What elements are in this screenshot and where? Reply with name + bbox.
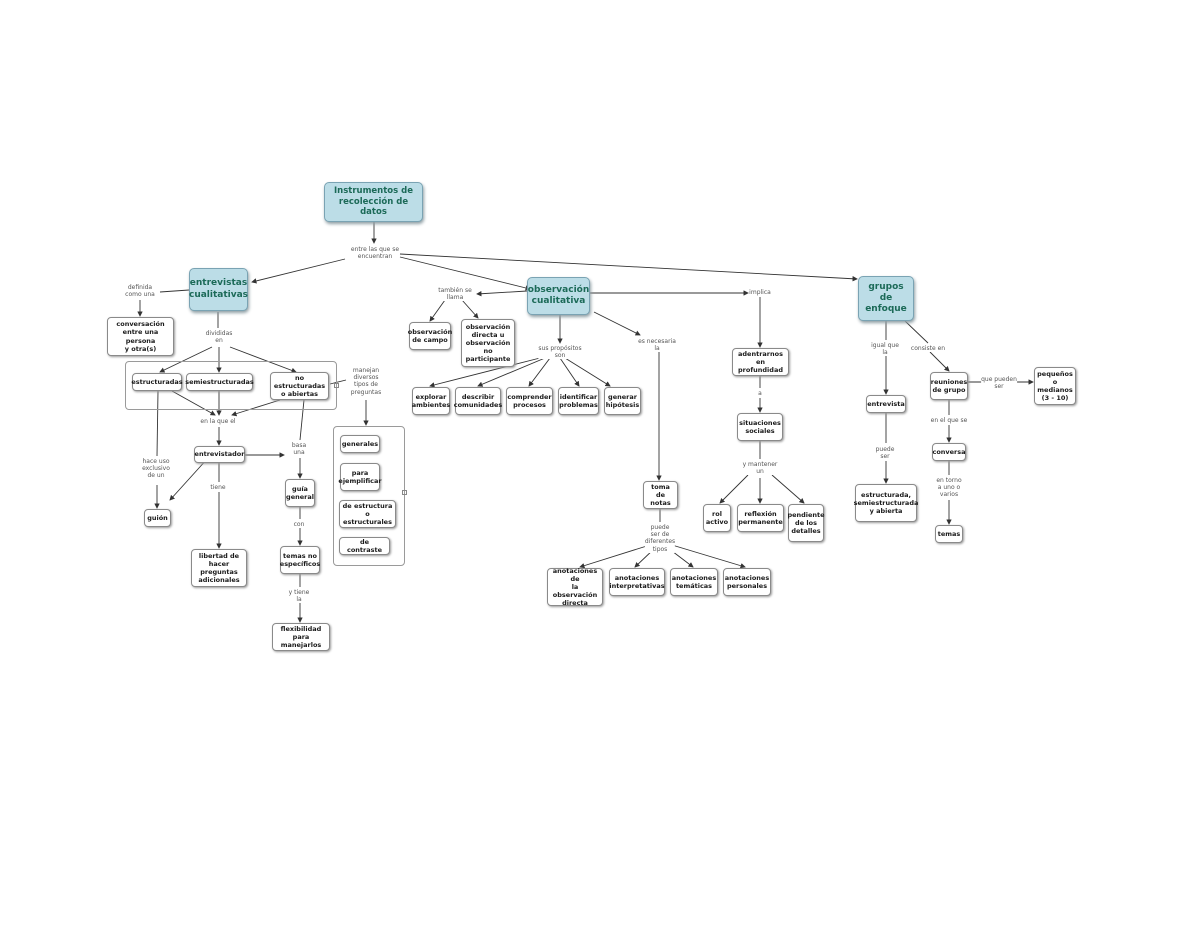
connector-line [229,346,297,373]
directa-node[interactable]: observación directa u observación no par… [461,319,515,367]
link-hace-uso: hace uso exclusivo de un [142,458,170,480]
estructurada-node[interactable]: estructurada, semiestructurada y abierta [854,484,918,522]
connector-line [299,399,305,441]
expand-icon[interactable] [402,490,407,495]
root-node[interactable]: Instrumentos de recolección de datos [324,182,423,222]
link-igual: igual que la [871,342,899,357]
situaciones-node[interactable]: situaciones sociales [737,413,783,441]
connector-line [159,289,190,293]
link-tambien: también se llama [438,287,472,302]
connector-line [671,544,746,569]
preguntas-group [333,426,405,566]
semiestructuradas-node[interactable]: semiestructuradas [185,373,254,391]
connector-line [593,311,641,336]
link-entre-las-que: entre las que se encuentran [350,246,400,261]
anot-tematicas-node[interactable]: anotaciones temáticas [670,568,718,596]
grupos-node[interactable]: grupos de enfoque [858,276,914,321]
link-puede-ser: puede ser de diferentes tipos [644,524,676,553]
connector-line [231,399,281,417]
link-necesaria: es necesaria la [638,338,676,353]
temas-node[interactable]: temas [935,525,963,543]
no-estructuradas-node[interactable]: no estructuradas o abiertas [270,372,329,400]
expand-icon[interactable] [334,383,339,388]
connector-line [329,379,347,385]
comprender-node[interactable]: comprender procesos [506,387,553,415]
connector-line [399,253,858,282]
generales-node[interactable]: generales [340,435,380,453]
link-divididas: divididas en [205,330,233,345]
connector-line [719,474,749,504]
connector-line [477,357,546,387]
conversacion-node[interactable]: conversación entre una persona y otra(s) [107,317,174,356]
connector-line [251,258,346,284]
reflexion-node[interactable]: reflexión permanente [737,504,784,532]
de-contraste-node[interactable]: de contraste [339,537,390,555]
link-en-torno: en torno a uno o varios [936,477,962,499]
connector-line [429,299,446,322]
link-propositos: sus propósitos son [538,345,582,360]
link-basa: basa una [291,442,307,457]
connector-line [169,457,209,501]
link-implica: implica [749,289,771,297]
link-con: con [293,521,305,529]
connector-line [461,299,479,319]
entrevistador-node[interactable]: entrevistador [194,446,245,463]
link-en-el-que: en el que se [930,417,968,425]
link-que-pueden: que pueden ser [981,376,1017,391]
guia-node[interactable]: guía general [285,479,315,507]
libertad-node[interactable]: libertad de hacer preguntas adicionales [191,549,247,587]
connector-line [528,357,551,387]
pequenos-node[interactable]: pequeños o medianos (3 - 10) [1034,367,1076,405]
entrevistas-node[interactable]: entrevistas cualitativas [189,268,248,311]
tipos-entrevista-group [125,361,337,410]
identificar-node[interactable]: identificar problemas [558,387,599,415]
link-consiste: consiste en [910,345,946,353]
temas-no-especificos-node[interactable]: temas no específicos [280,546,320,574]
generar-node[interactable]: generar hipótesis [604,387,641,415]
para-ejemplificar-node[interactable]: para ejemplificar [338,463,382,491]
link-manejan: manejan diversos tipos de preguntas [350,367,382,396]
reuniones-node[interactable]: reuniones de grupo [930,372,968,400]
estructuradas-node[interactable]: estructuradas [131,373,183,391]
describir-node[interactable]: describir comunidades [454,387,502,415]
adentrarnos-node[interactable]: adentrarnos en profundidad [732,348,789,376]
anot-directa-node[interactable]: anotaciones de la observación directa [547,567,603,607]
connector-line [399,256,531,291]
anot-interpretativas-node[interactable]: anotaciones interpretativas [609,568,665,596]
connector-line [429,357,541,388]
connector-line [156,390,159,457]
de-estructura-node[interactable]: de estructura o estructurales [339,500,396,528]
connector-line [579,544,651,569]
link-puede: puede ser [875,446,895,461]
pendiente-node[interactable]: pendiente de los detalles [787,504,825,542]
link-a: a [758,390,762,398]
connector-line [929,351,950,372]
connector-line [564,357,611,387]
connector-line [159,346,213,373]
link-y-tiene: y tiene la [288,589,310,604]
de-campo-node[interactable]: observación de campo [408,322,452,350]
conversa-node[interactable]: conversa [932,443,966,461]
rol-node[interactable]: rol activo [703,504,731,532]
connector-line [171,390,216,416]
connector-line [476,290,528,297]
guion-node[interactable]: guión [144,509,171,527]
explorar-node[interactable]: explorar ambientes [412,387,450,415]
link-definida: definida como una [125,284,155,299]
link-mantener: y mantener un [742,461,778,476]
connector-line [904,320,929,344]
connector-line [771,474,805,504]
anot-personales-node[interactable]: anotaciones personales [723,568,771,596]
link-tiene: tiene [210,484,226,492]
observacion-node[interactable]: observación cualitativa [527,277,590,315]
connector-line [559,357,580,387]
flexibilidad-node[interactable]: flexibilidad para manejarlos [272,623,330,651]
entrevista-node[interactable]: entrevista [866,395,906,413]
toma-notas-node[interactable]: toma de notas [643,481,678,509]
link-en-la-que: en la que el [200,418,236,426]
